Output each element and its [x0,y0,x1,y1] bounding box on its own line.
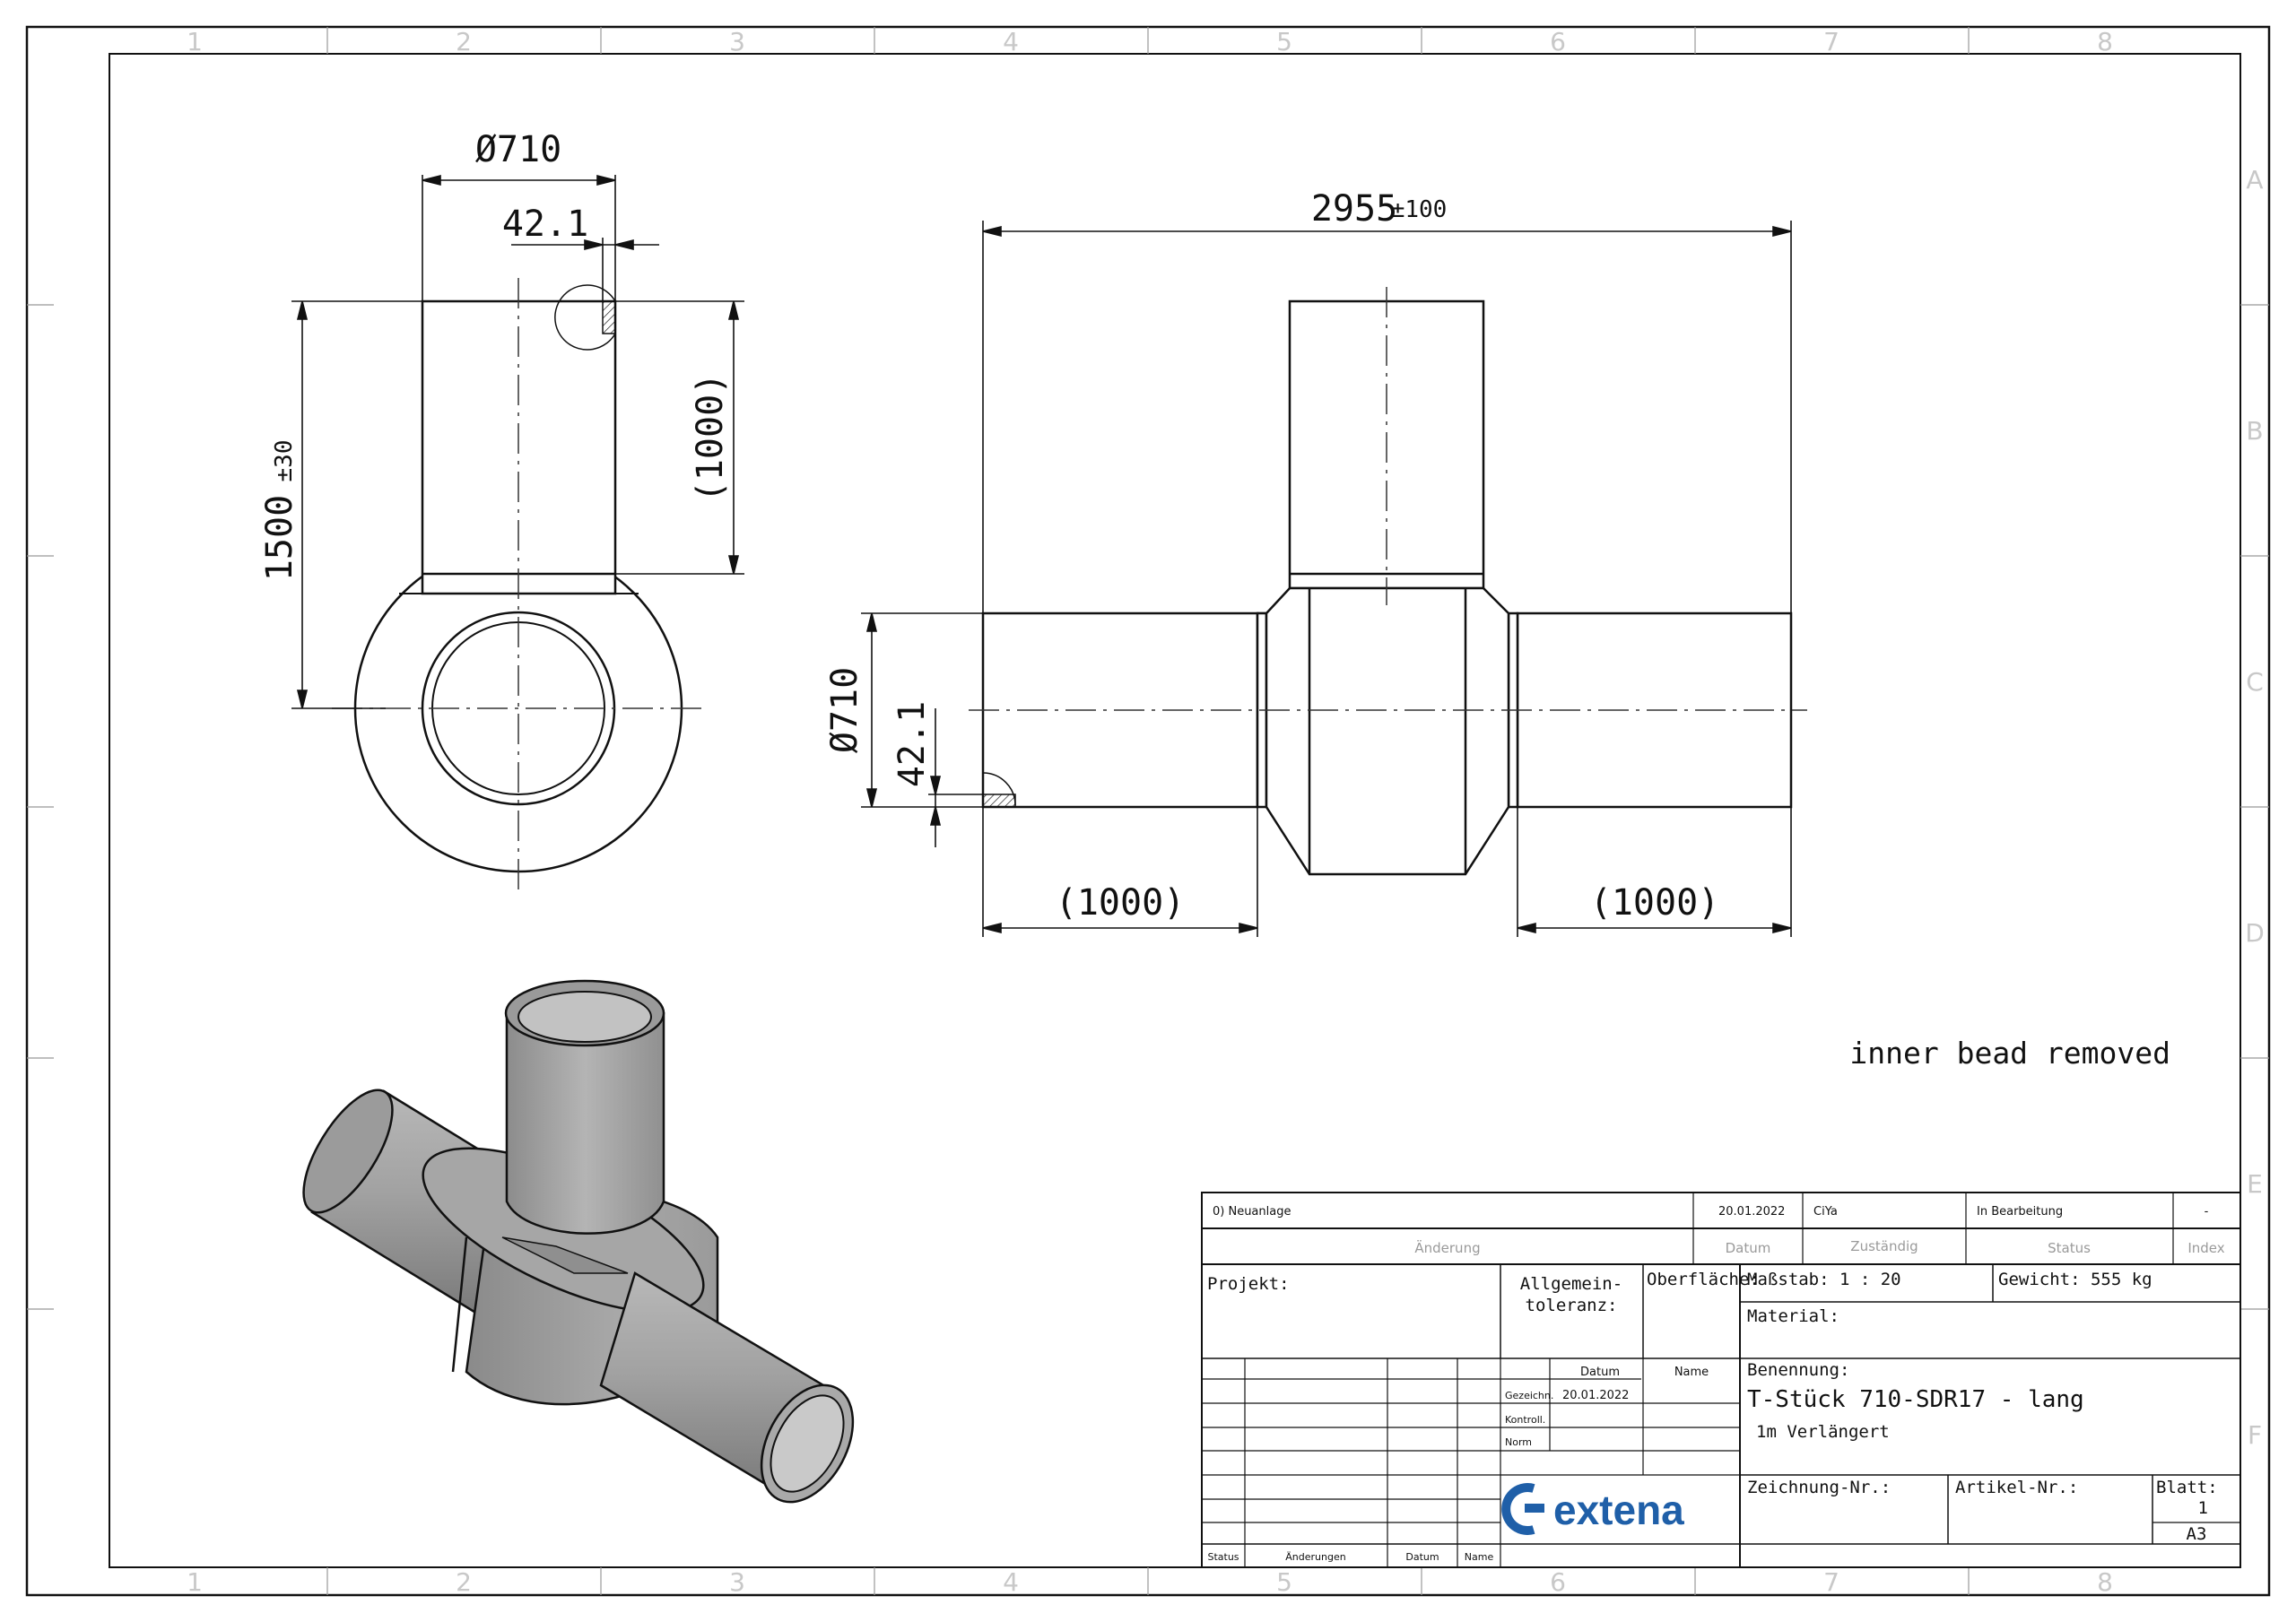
front-left-ref-label: (1000) [1056,882,1186,924]
side-view-dimensions [291,174,744,709]
grid-column-labels-top: 1 2 3 4 5 6 7 8 [187,27,2113,56]
grid-column-label: 5 [1276,1567,1292,1597]
grid-row-label: F [2248,1420,2262,1450]
footer-name: Name [1465,1551,1494,1563]
grid-column-label: 8 [2097,27,2113,56]
footer-changes: Änderungen [1285,1551,1345,1563]
extena-logo-icon [1501,1483,1544,1535]
side-view [332,278,709,897]
front-wall-label: 42.1 [891,701,933,787]
sign-header-name: Name [1674,1366,1709,1379]
designation-label: Benennung: [1747,1360,1849,1380]
grid-column-label: 3 [729,27,745,56]
front-length-tol-label: ±100 [1391,196,1448,223]
sign-row-drawn: Gezeichn. [1505,1390,1553,1401]
grid-column-label: 2 [456,1567,472,1597]
grid-row-label: A [2246,165,2263,195]
front-diameter-label: Ø710 [824,667,865,753]
footer-status: Status [1207,1551,1239,1563]
revision-header-index: Index [2187,1240,2224,1256]
revision-header-change: Änderung [1414,1239,1480,1256]
drawn-date: 20.01.2022 [1562,1389,1629,1402]
surface-label: Oberfläche: [1647,1270,1760,1289]
grid-column-label: 7 [1823,1567,1839,1597]
grid-column-label: 5 [1276,27,1292,56]
sheet-frame [25,25,2271,1597]
grid-column-label: 4 [1003,1567,1019,1597]
drawing-number-label: Zeichnung-Nr.: [1747,1478,1891,1497]
grid-row-label: D [2245,918,2265,948]
sign-row-checked: Kontroll. [1505,1414,1545,1426]
article-number-label: Artikel-Nr.: [1955,1478,2078,1497]
grid-column-label: 4 [1003,27,1019,56]
grid-column-label: 8 [2097,1567,2113,1597]
sheet-format: A3 [2187,1524,2207,1544]
tolerance-label-1: Allgemein- [1520,1274,1622,1294]
grid-row-label: E [2247,1169,2263,1199]
isometric-3d-view [302,979,855,1504]
revision-header-responsible: Zuständig [1850,1238,1918,1254]
grid-column-label: 7 [1823,27,1839,56]
front-view-dimensions [861,221,1792,937]
sign-row-norm: Norm [1505,1436,1532,1448]
grid-row-label: C [2246,667,2264,697]
revision-status: In Bearbeitung [1977,1205,2063,1219]
grid-column-label: 1 [187,27,203,56]
front-diameter-dimension: Ø710 [824,667,865,753]
revision-header-status: Status [2048,1240,2091,1256]
side-diameter-label: Ø710 [475,129,561,170]
revision-responsible: CiYa [1813,1205,1838,1219]
scale-label: Maßstab: 1 : 20 [1747,1270,1901,1289]
material-label: Material: [1747,1306,1839,1326]
grid-column-label: 3 [729,1567,745,1597]
side-height-tol-label: ±30 [271,440,298,482]
sign-header-date: Datum [1580,1366,1620,1379]
title-block [1201,1192,2241,1568]
footer-date: Datum [1405,1551,1439,1563]
side-height-ref-dimension: (1000) [690,373,731,503]
tolerance-label-2: toleranz: [1526,1296,1618,1315]
sheet-number: 1 [2198,1498,2208,1518]
revision-date: 20.01.2022 [1718,1205,1785,1219]
company-name: extena [1553,1487,1684,1533]
project-label: Projekt: [1207,1274,1290,1294]
front-right-ref-label: (1000) [1590,882,1720,924]
revision-header-date: Datum [1726,1240,1771,1256]
grid-row-label: B [2246,416,2263,446]
grid-column-labels-bottom: 1 2 3 4 5 6 7 8 [187,1567,2113,1597]
designation-value: T-Stück 710-SDR17 - lang [1747,1386,2084,1413]
front-wall-dimension: 42.1 [891,701,933,787]
side-wall-label: 42.1 [502,204,588,245]
grid-column-label: 1 [187,1567,203,1597]
side-height-dimension: 1500 ±30 [259,440,300,582]
revision-index: - [2205,1205,2209,1219]
note-inner-bead: inner bead removed [1849,1036,2170,1071]
front-view-centerlines [969,287,1807,711]
side-height-ref-label: (1000) [690,373,731,503]
grid-column-label: 6 [1550,1567,1566,1597]
sheet-label: Blatt: [2156,1478,2218,1497]
grid-column-label: 2 [456,27,472,56]
weight-label: Gewicht: 555 kg [1998,1270,2152,1289]
company-logo: extena [1501,1483,1684,1535]
grid-column-label: 6 [1550,27,1566,56]
designation-sub: 1m Verlängert [1756,1422,1890,1442]
front-length-main-label: 2955 [1311,188,1397,230]
grid-row-labels: A B C D E F [2245,165,2265,1450]
side-height-main-label: 1500 [259,495,300,581]
revision-entry: 0) Neuanlage [1213,1205,1291,1219]
